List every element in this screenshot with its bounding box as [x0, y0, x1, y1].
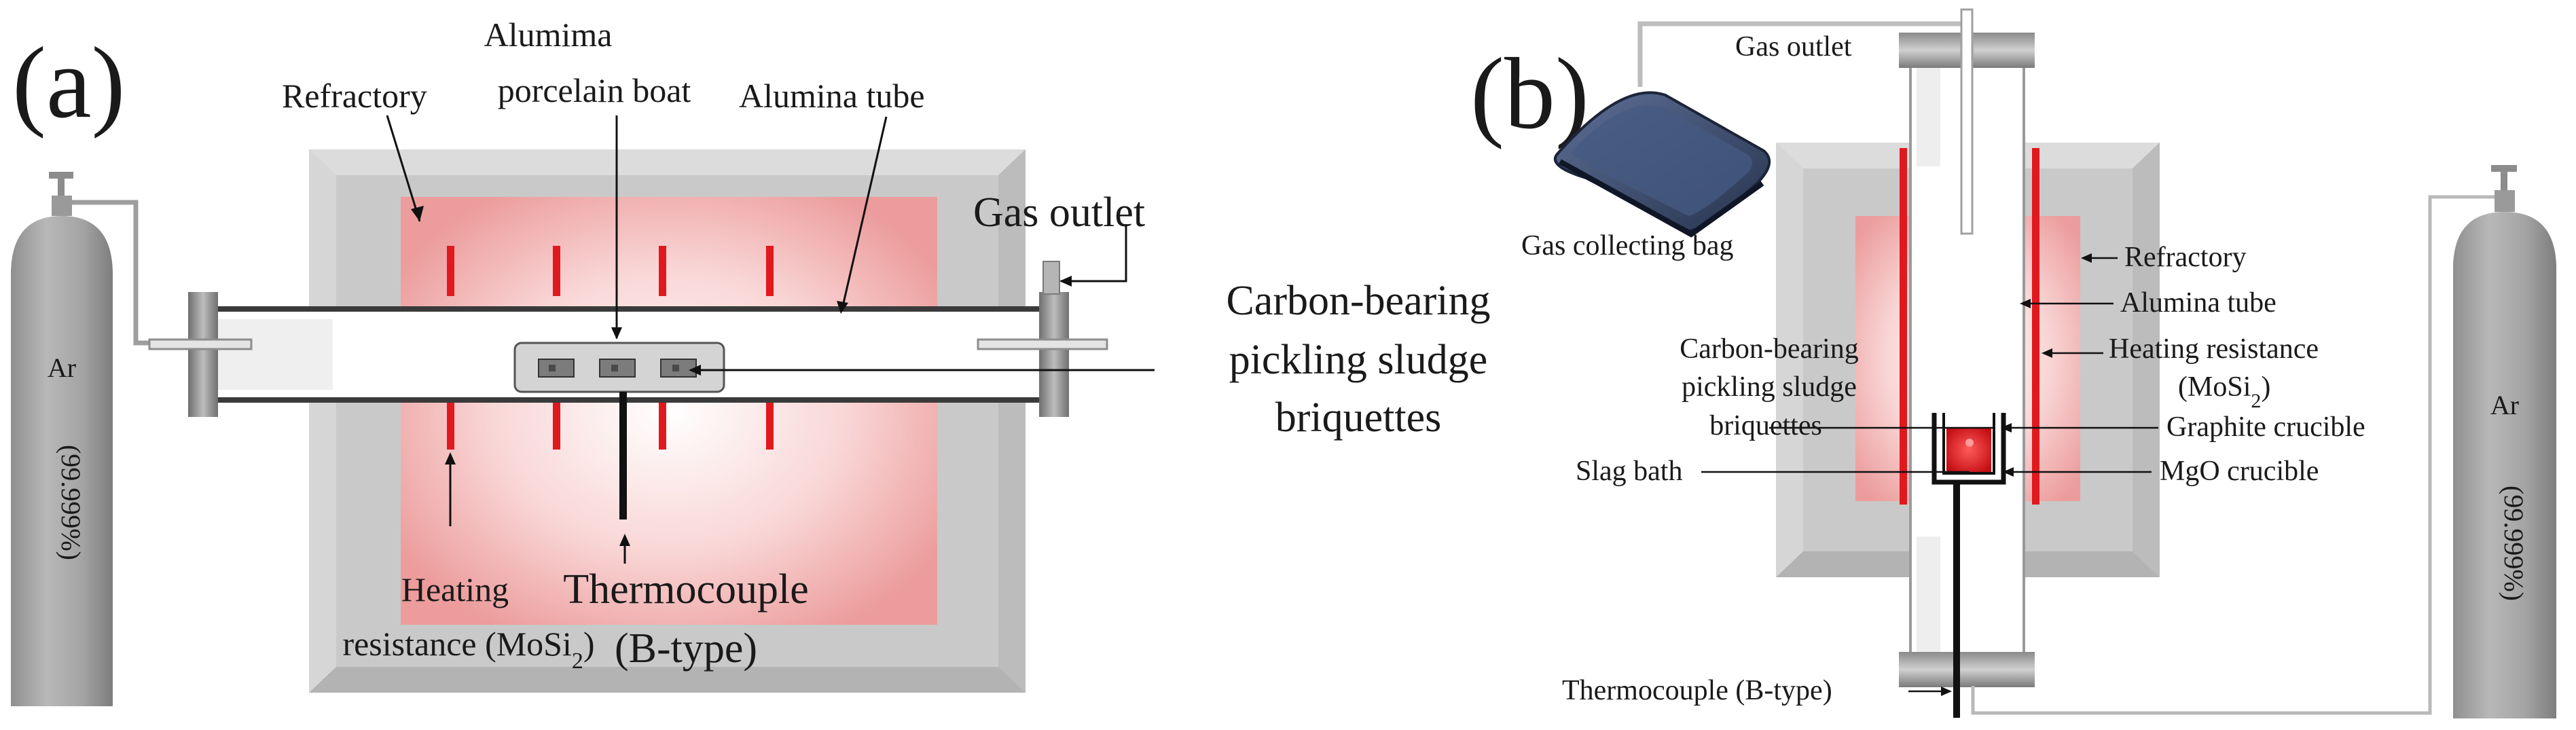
heating-label-line2-a: resistance (MoSi2)	[342, 625, 594, 674]
crucibles-b	[1931, 413, 2006, 485]
argon-cylinder-b: Ar (99.999%)	[1971, 165, 2556, 718]
gas-bag-label-b: Gas collecting bag	[1521, 230, 1734, 261]
mgo-crucible-b	[1931, 413, 2006, 485]
graphite-crucible-label-b: Graphite crucible	[2166, 412, 2365, 443]
thermocouple-a	[619, 392, 627, 519]
thermocouple-label-b: Thermocouple (B-type)	[1562, 675, 1832, 706]
heating-element-right-b	[2032, 148, 2039, 505]
slag-bath-b	[1946, 428, 1991, 472]
hot-zone-a	[401, 197, 937, 625]
argon-purity-b: (99.999%)	[2499, 486, 2529, 601]
heating-elements-a	[447, 246, 774, 450]
panel-b-label: (b)	[1470, 37, 1589, 150]
slag-bath-label-b: Slag bath	[1576, 456, 1682, 487]
sample-label-line2-b: pickling sludge	[1682, 371, 1857, 403]
boat-label-line1-a: Alumima	[484, 16, 613, 54]
refractory-label-b: Refractory	[2124, 242, 2247, 273]
argon-label-a: Ar	[48, 352, 76, 383]
gas-outlet-label-a: Gas outlet	[973, 189, 1145, 236]
sample-label-line2-a: pickling sludge	[1229, 337, 1488, 383]
thermocouple-label-line1-a: Thermocouple	[563, 566, 809, 613]
gas-outlet-pipe-b	[1960, 8, 1974, 235]
sample-label-line1-a: Carbon-bearing	[1226, 278, 1490, 324]
argon-purity-a: (99.999%)	[56, 445, 86, 560]
flange-right-a	[1039, 292, 1069, 417]
panel-b: (b)	[1470, 8, 2556, 718]
graphite-crucible-b	[1942, 413, 1995, 475]
mgo-crucible-label-b: MgO crucible	[2160, 456, 2319, 487]
tube-furnace-a	[309, 149, 1026, 693]
bottom-cap-b	[1899, 652, 2035, 687]
leaders-a	[386, 115, 1155, 564]
gas-outlet-line-b	[1637, 21, 1968, 87]
heating-label-line2-b: (MoSi2)	[2178, 371, 2270, 412]
gas-collecting-bag-b	[1553, 91, 1771, 238]
alumina-tube-label-a: Alumina tube	[739, 77, 925, 115]
argon-label-b: Ar	[2490, 390, 2519, 420]
briquettes-a	[538, 359, 697, 378]
heating-label-line1-b: Heating resistance	[2109, 333, 2319, 365]
thermocouple-b	[1953, 483, 1960, 718]
gas-outlet-label-b: Gas outlet	[1735, 31, 1852, 62]
heating-element-left-b	[1900, 148, 1907, 505]
porcelain-boat-a	[513, 342, 725, 393]
sample-label-line3-b: briquettes	[1709, 410, 1822, 441]
refractory-label-a: Refractory	[282, 77, 427, 115]
panel-a: (a) Ar (99.999%)	[11, 16, 1491, 706]
alumina-tube-b	[1899, 8, 2035, 687]
sample-label-line1-b: Carbon-bearing	[1680, 333, 1859, 365]
panel-a-label: (a)	[12, 26, 125, 139]
sample-label-line3-a: briquettes	[1275, 395, 1442, 441]
flange-left-a	[188, 292, 218, 417]
boat-label-line2-a: porcelain boat	[498, 71, 691, 109]
alumina-tube-label-b: Alumina tube	[2120, 287, 2276, 318]
leaders-b	[1701, 253, 2158, 696]
argon-cylinder-a: Ar (99.999%)	[11, 172, 166, 706]
thermocouple-label-line2-a: (B-type)	[615, 625, 757, 672]
heating-label-line1-a: Heating	[401, 570, 509, 608]
